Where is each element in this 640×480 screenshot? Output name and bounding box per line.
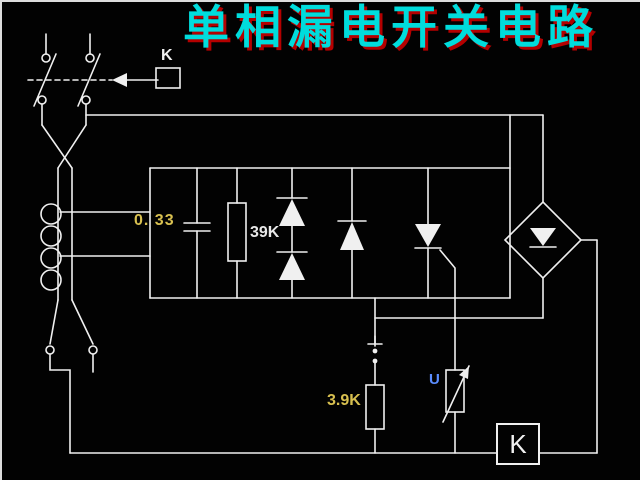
diode-pair-symbol [276,167,308,299]
switch-linkage-label: K [161,47,173,64]
varistor-label: U [429,371,440,388]
relay-coil-box [69,423,598,465]
capacitor-value-label: 0. 33 [134,212,175,229]
trip-arrow-icon [112,67,181,89]
relay-coil-label: K [509,428,527,459]
resistor-39k-symbol [227,167,247,299]
thyristor-symbol [414,167,456,319]
resistor-3k9-label: 3.9K [327,392,361,409]
current-transformer [40,124,151,454]
image-border-left [0,0,2,480]
resistor-39k-label: 39K [250,224,280,241]
main-switch-poles [27,33,113,126]
page-title: 单相漏电开关电路 [183,1,599,53]
resistor-3k9-symbol [365,384,385,454]
image-border-top [0,0,640,2]
diode-symbol [337,167,367,299]
push-button-symbol [367,335,383,386]
bridge-rectifier-symbol [503,200,598,454]
lower-branch-wiring [374,297,544,347]
wiring-bus [85,114,544,299]
varistor-symbol [442,317,470,454]
capacitor-symbol [183,167,211,299]
